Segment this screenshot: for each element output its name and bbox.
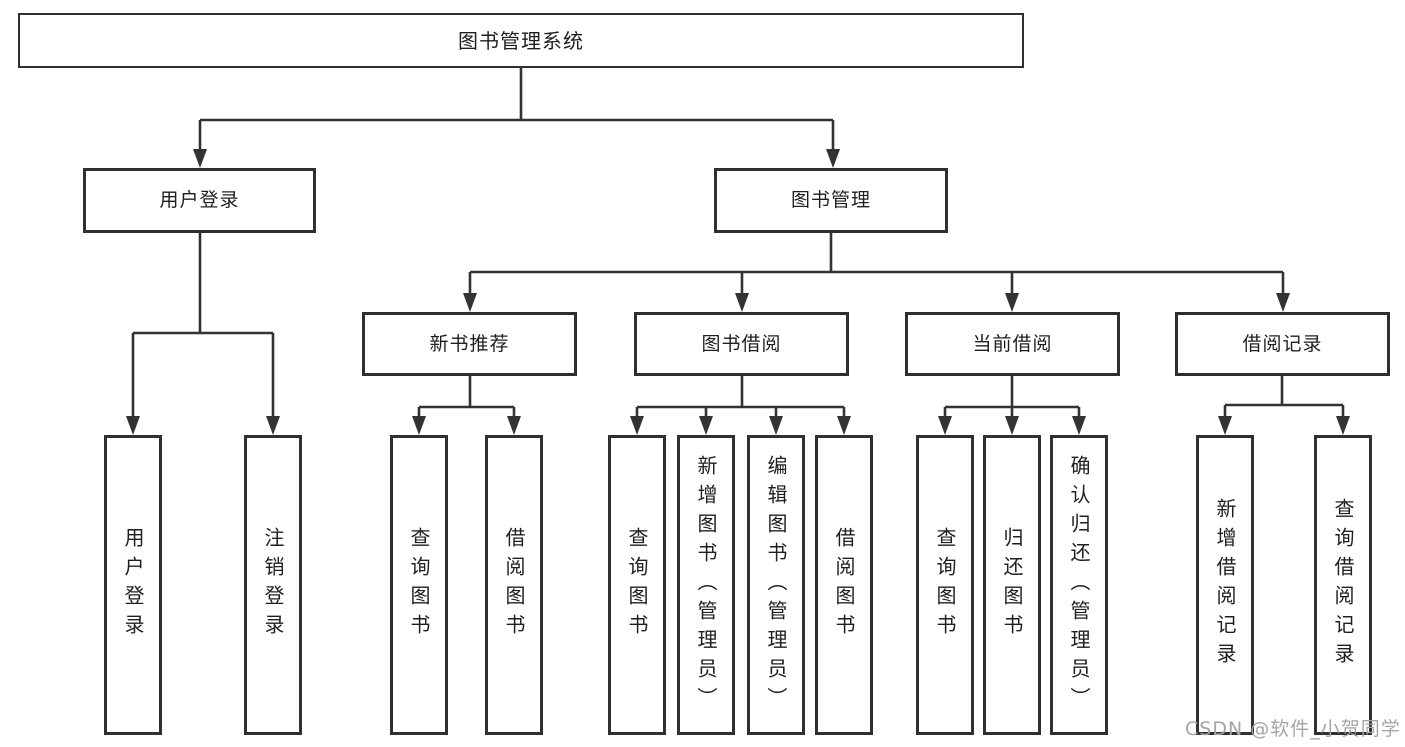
node-library-system: 图书管理系统: [18, 13, 1024, 68]
node-query-books-borrow: 查询图书: [608, 435, 666, 735]
node-confirm-return-admin: 确认归还（管理员）: [1050, 435, 1108, 735]
connector-root: [198, 68, 835, 151]
node-book-borrowing: 图书借阅: [634, 312, 849, 376]
arrowhead: [1336, 416, 1350, 435]
arrowhead: [126, 416, 140, 435]
connector-book-borrowing: [635, 376, 846, 421]
watermark: CSDN @软件_小贺同学: [1185, 718, 1401, 740]
arrowhead: [1276, 293, 1290, 312]
node-current-borrowing: 当前借阅: [905, 312, 1120, 376]
arrowhead: [193, 149, 207, 168]
connector-borrowing-records: [1223, 376, 1345, 421]
node-borrow-books-recommend: 借阅图书: [485, 435, 543, 735]
arrowhead: [1218, 416, 1232, 435]
node-query-borrow-record: 查询借阅记录: [1314, 435, 1372, 735]
node-borrow-books: 借阅图书: [815, 435, 873, 735]
node-edit-book-admin: 编辑图书（管理员）: [747, 435, 805, 735]
arrowhead: [769, 416, 783, 435]
arrowhead: [463, 293, 477, 312]
arrowhead: [735, 293, 749, 312]
connector-new-book: [417, 376, 516, 421]
node-borrowing-records: 借阅记录: [1175, 312, 1390, 376]
arrowhead: [1005, 293, 1019, 312]
node-book-management: 图书管理: [714, 168, 948, 233]
arrowhead: [938, 416, 952, 435]
arrowhead: [412, 416, 426, 435]
connector-user-login: [131, 233, 275, 419]
arrowhead: [1005, 416, 1019, 435]
arrowhead: [630, 416, 644, 435]
arrowhead: [1072, 416, 1086, 435]
node-query-books-recommend: 查询图书: [390, 435, 448, 735]
node-return-books: 归还图书: [983, 435, 1041, 735]
node-new-book-recommendation: 新书推荐: [362, 312, 577, 376]
arrowhead: [826, 149, 840, 168]
node-add-borrow-record: 新增借阅记录: [1196, 435, 1254, 735]
connector-book-management: [468, 233, 1285, 296]
node-user-login-leaf: 用户登录: [104, 435, 162, 735]
arrowhead: [507, 416, 521, 435]
node-logout: 注销登录: [244, 435, 302, 735]
connector-current-borrowing: [943, 376, 1081, 421]
arrowhead: [699, 416, 713, 435]
arrowhead: [266, 416, 280, 435]
node-user-login: 用户登录: [83, 168, 316, 233]
arrowhead: [837, 416, 851, 435]
node-add-book-admin: 新增图书（管理员）: [677, 435, 735, 735]
node-query-books-current: 查询图书: [916, 435, 974, 735]
